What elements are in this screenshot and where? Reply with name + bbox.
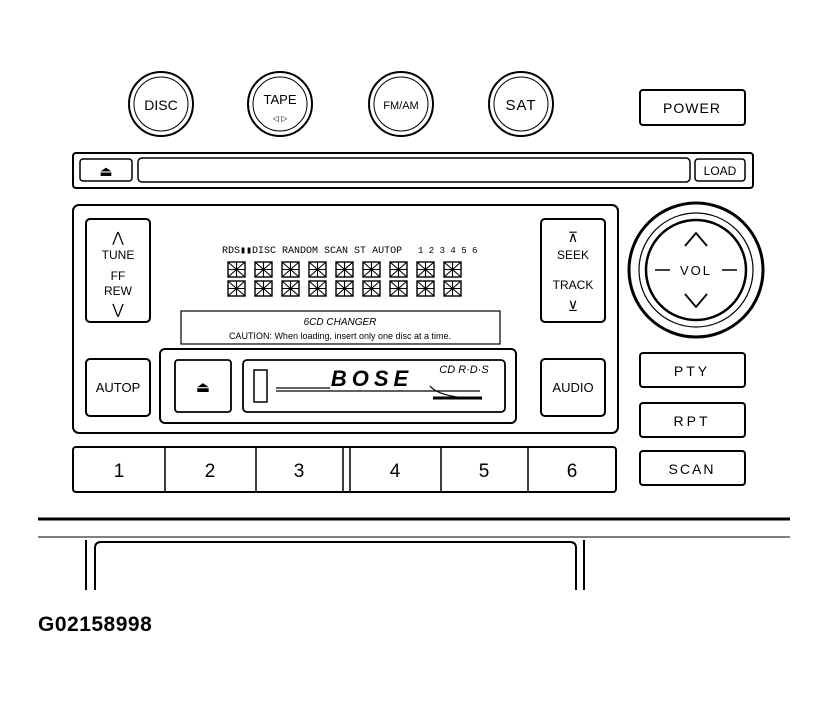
load-button[interactable]: LOAD bbox=[694, 158, 746, 182]
tape-direction-icon: ◁ ▷ bbox=[273, 114, 288, 123]
bose-logo: BOSE bbox=[331, 366, 413, 391]
segment-char bbox=[254, 280, 273, 297]
disc-button[interactable]: DISC bbox=[128, 71, 194, 137]
tape-window: BOSE CD R·D·S bbox=[242, 359, 506, 413]
vol-down-icon bbox=[684, 293, 708, 309]
preset-6-label: 6 bbox=[567, 461, 578, 482]
rew-label: REW bbox=[104, 284, 133, 298]
segment-char bbox=[254, 261, 273, 278]
rpt-label: RPT bbox=[674, 413, 711, 429]
preset-2-button[interactable]: 2 bbox=[166, 448, 255, 491]
volume-knob[interactable]: VOL bbox=[627, 201, 765, 339]
scan-label: SCAN bbox=[669, 461, 716, 477]
preset-2-label: 2 bbox=[205, 461, 216, 482]
preset-3-button[interactable]: 3 bbox=[257, 448, 342, 491]
preset-1-label: 1 bbox=[114, 461, 125, 482]
sat-button[interactable]: SAT bbox=[488, 71, 554, 137]
eject-icon: ⏏ bbox=[99, 163, 112, 179]
segment-char bbox=[362, 280, 381, 297]
preset-4-label: 4 bbox=[390, 461, 401, 482]
segment-char bbox=[281, 261, 300, 278]
preset-5-label: 5 bbox=[479, 461, 490, 482]
pty-button[interactable]: PTY bbox=[639, 352, 746, 388]
preset-4-button[interactable]: 4 bbox=[351, 448, 440, 491]
segment-char bbox=[308, 280, 327, 297]
display-disc-numbers: 1 2 3 4 5 6 bbox=[418, 246, 477, 256]
tape-compartment bbox=[159, 348, 517, 424]
vol-label: VOL bbox=[680, 263, 712, 278]
preset-bar bbox=[72, 446, 617, 493]
figure-id: G02158998 bbox=[38, 613, 153, 636]
segment-char bbox=[443, 261, 462, 278]
tape-button[interactable]: TAPE ◁ ▷ bbox=[247, 71, 313, 137]
track-down-icon: ⊻ bbox=[568, 298, 578, 314]
segment-char bbox=[416, 261, 435, 278]
fm-am-label: FM/AM bbox=[383, 100, 418, 112]
load-label: LOAD bbox=[704, 164, 737, 178]
tape-eject-button[interactable]: ⏏ bbox=[174, 359, 232, 413]
sat-label: SAT bbox=[505, 97, 536, 114]
preset-5-button[interactable]: 5 bbox=[442, 448, 527, 491]
tape-eject-icon: ⏏ bbox=[196, 379, 210, 396]
segment-display bbox=[227, 261, 462, 297]
segment-char bbox=[362, 261, 381, 278]
seek-up-icon: ⊼ bbox=[568, 229, 578, 245]
track-label: TRACK bbox=[553, 278, 594, 292]
power-button[interactable]: POWER bbox=[639, 89, 746, 126]
cd-eject-button[interactable]: ⏏ bbox=[79, 158, 133, 182]
changer-title: 6CD CHANGER bbox=[304, 317, 377, 328]
preset-3-label: 3 bbox=[294, 461, 305, 482]
vol-up-icon bbox=[684, 231, 708, 247]
tune-button[interactable]: ⋀ TUNE FF REW ⋁ bbox=[85, 218, 151, 323]
pty-label: PTY bbox=[674, 363, 710, 379]
segment-char bbox=[443, 280, 462, 297]
cd-rds-logo: CD R·D·S bbox=[439, 364, 489, 376]
seek-track-button[interactable]: ⊼ SEEK TRACK ⊻ bbox=[540, 218, 606, 323]
segment-char bbox=[227, 280, 246, 297]
segment-char bbox=[389, 280, 408, 297]
autop-label: AUTOP bbox=[96, 380, 141, 395]
segment-char bbox=[227, 261, 246, 278]
tune-down-icon: ⋁ bbox=[111, 301, 124, 317]
autop-button[interactable]: AUTOP bbox=[85, 358, 151, 417]
rpt-button[interactable]: RPT bbox=[639, 402, 746, 438]
seek-label: SEEK bbox=[557, 248, 589, 262]
main-panel bbox=[72, 204, 619, 434]
changer-label: 6CD CHANGER CAUTION: When loading, inser… bbox=[180, 310, 501, 345]
tune-up-icon: ⋀ bbox=[111, 229, 124, 245]
scan-button[interactable]: SCAN bbox=[639, 450, 746, 486]
segment-char bbox=[416, 280, 435, 297]
display-indicators: RDS▮▮DISC RANDOM SCAN ST AUTOP bbox=[222, 246, 402, 257]
caution-text: CAUTION: When loading, insert only one d… bbox=[229, 331, 451, 341]
fm-am-button[interactable]: FM/AM bbox=[368, 71, 434, 137]
power-label: POWER bbox=[663, 100, 721, 116]
segment-char bbox=[389, 261, 408, 278]
tape-label: TAPE bbox=[264, 92, 297, 107]
preset-1-button[interactable]: 1 bbox=[74, 448, 164, 491]
audio-label: AUDIO bbox=[552, 380, 593, 395]
cd-slot bbox=[72, 152, 754, 189]
segment-char bbox=[308, 261, 327, 278]
ff-label: FF bbox=[111, 269, 126, 283]
tune-label: TUNE bbox=[102, 248, 135, 262]
preset-6-button[interactable]: 6 bbox=[529, 448, 615, 491]
segment-char bbox=[335, 261, 354, 278]
segment-char bbox=[281, 280, 300, 297]
segment-char bbox=[335, 280, 354, 297]
audio-button[interactable]: AUDIO bbox=[540, 358, 606, 417]
disc-label: DISC bbox=[144, 97, 177, 113]
dashboard-outline bbox=[38, 517, 790, 590]
